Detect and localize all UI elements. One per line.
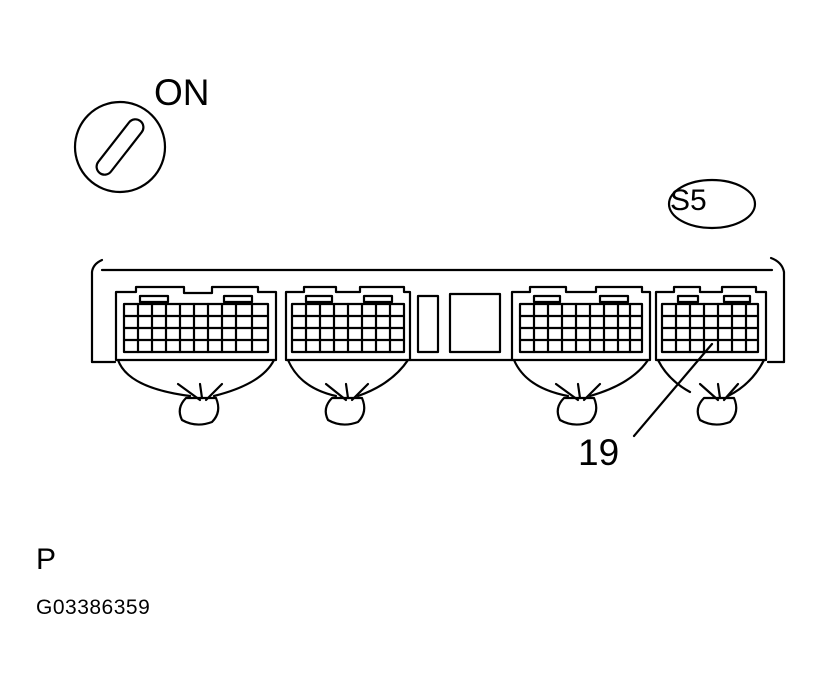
ignition-on-label: ON xyxy=(154,72,210,113)
connector-socket-3 xyxy=(510,285,652,362)
terminal-number-label: 19 xyxy=(578,432,620,473)
footer-letter: P xyxy=(36,543,57,576)
ignition-key-icon xyxy=(73,100,167,194)
wire-harness-4 xyxy=(656,358,766,426)
connector-socket-4 xyxy=(654,285,768,362)
connector-code-oval xyxy=(667,178,757,230)
center-blank-slot xyxy=(416,294,440,354)
figure-code: G03386359 xyxy=(36,596,151,619)
wire-harness-1 xyxy=(116,358,276,426)
connector-code-label: S5 xyxy=(670,184,707,217)
center-blank-square xyxy=(448,292,502,354)
connector-socket-2 xyxy=(284,285,412,362)
terminal-leader-line xyxy=(632,342,714,438)
connector-socket-1 xyxy=(114,285,278,362)
wire-harness-3 xyxy=(512,358,650,426)
wire-harness-2 xyxy=(286,358,410,426)
ecu-body xyxy=(90,256,786,364)
